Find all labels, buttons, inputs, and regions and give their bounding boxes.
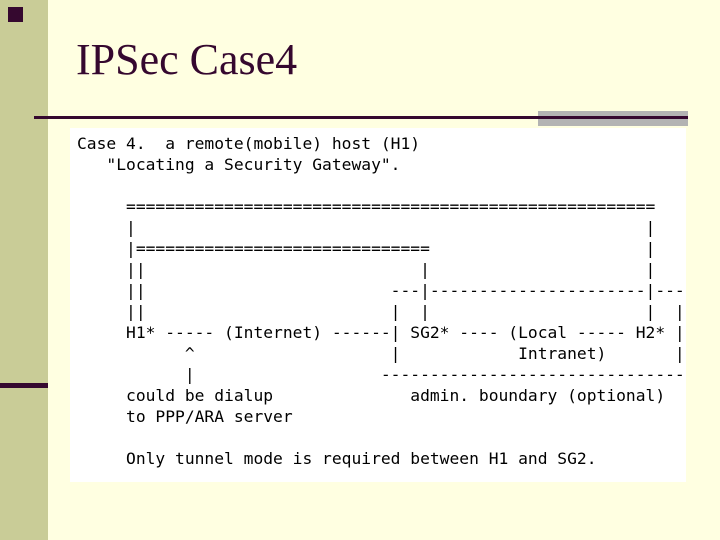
slide-title: IPSec Case4 (76, 35, 298, 84)
title-underline (34, 116, 688, 119)
left-accent-band (0, 0, 48, 540)
ascii-diagram: Case 4. a remote(mobile) host (H1) "Loca… (77, 134, 685, 468)
bottom-accent-line (0, 383, 48, 388)
content-panel: Case 4. a remote(mobile) host (H1) "Loca… (70, 128, 686, 482)
accent-square-decoration (8, 7, 23, 22)
